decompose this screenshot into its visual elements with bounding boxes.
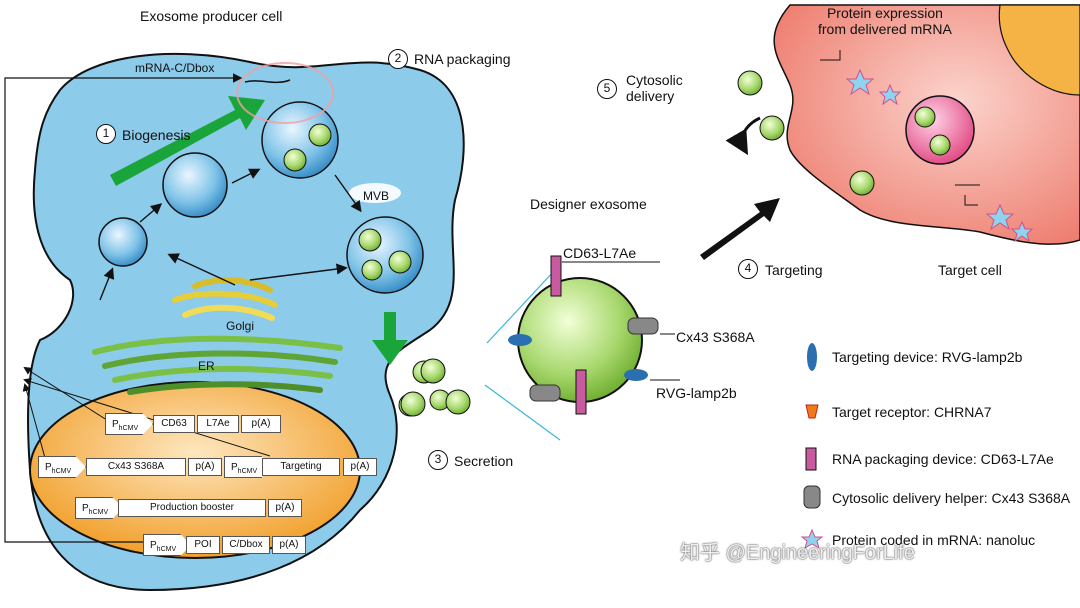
construct-part: p(A) xyxy=(268,499,302,517)
target-exosomes xyxy=(737,70,951,196)
targeting-arrow xyxy=(700,198,780,260)
er-label: ER xyxy=(198,359,215,373)
legend-icons xyxy=(800,343,824,550)
step-4-label: Targeting xyxy=(765,262,823,278)
step-3-label: Secretion xyxy=(454,453,514,469)
cx43-label: Cx43 S368A xyxy=(676,329,755,345)
construct-part: Production booster xyxy=(118,499,266,517)
construct-part: Cx43 S368A xyxy=(86,458,186,476)
secreted-exosomes xyxy=(400,358,471,417)
step-2-number: 2 xyxy=(388,49,408,69)
step-5-label: Cytosolic delivery xyxy=(626,72,683,104)
legend-item: RNA packaging device: CD63-L7Ae xyxy=(832,451,1054,467)
protein-expression-title: Protein expression from delivered mRNA xyxy=(818,5,952,37)
step-4-number: 4 xyxy=(738,259,758,279)
promoter-arrow: PhCMV xyxy=(38,456,86,478)
construct-part: p(A) xyxy=(188,458,222,476)
construct-part: Targeting xyxy=(262,458,340,476)
golgi xyxy=(172,277,278,321)
step-2-label: RNA packaging xyxy=(414,51,511,67)
promoter-arrow: PhCMV xyxy=(224,456,272,478)
promoter-arrow: PhCMV xyxy=(143,534,191,556)
step-1-label: Biogenesis xyxy=(122,127,191,143)
mrna-strand xyxy=(244,79,291,84)
legend-item: Cytosolic delivery helper: Cx43 S368A xyxy=(832,490,1071,506)
step-5-number: 5 xyxy=(597,79,617,99)
rvg-lamp2b-label: RVG-lamp2b xyxy=(656,385,737,401)
vesicle-small xyxy=(98,217,148,267)
er xyxy=(92,335,343,395)
target-nucleus xyxy=(998,4,1080,96)
construct-part: p(A) xyxy=(241,415,281,433)
cd63-l7ae-label: CD63-L7Ae xyxy=(563,245,637,261)
construct-part: CD63 xyxy=(153,415,195,433)
legend-item: Targeting device: RVG-lamp2b xyxy=(832,349,1023,365)
golgi-label: Golgi xyxy=(226,319,255,333)
secretion-arrow xyxy=(372,312,408,365)
producer-cell-title: Exosome producer cell xyxy=(140,8,283,24)
construct-part: p(A) xyxy=(343,458,377,476)
step-3-number: 3 xyxy=(428,450,448,470)
legend-item: Protein coded in mRNA: nanoluc xyxy=(832,532,1036,548)
mvb-label: MVB xyxy=(363,189,390,203)
promoter-arrow: PhCMV xyxy=(105,413,153,435)
mrna-label: mRNA-C/Dbox xyxy=(135,61,215,75)
biogenesis-arrow xyxy=(110,96,265,186)
mvb-vesicle xyxy=(346,216,424,294)
construct-part: C/Dbox xyxy=(222,536,270,554)
vesicle-medium xyxy=(162,152,228,218)
target-cell-title: Target cell xyxy=(938,262,1002,278)
designer-exosome-title: Designer exosome xyxy=(530,196,647,212)
construct-part: L7Ae xyxy=(197,415,239,433)
vesicle-packaging xyxy=(261,101,339,179)
construct-part: POI xyxy=(186,536,220,554)
legend-item: Target receptor: CHRNA7 xyxy=(832,404,992,420)
watermark: 知乎 @EngineeringForLife xyxy=(680,542,915,564)
construct-part: p(A) xyxy=(272,536,306,554)
nanoluc-stars xyxy=(845,68,1034,243)
step-1-number: 1 xyxy=(96,124,116,144)
